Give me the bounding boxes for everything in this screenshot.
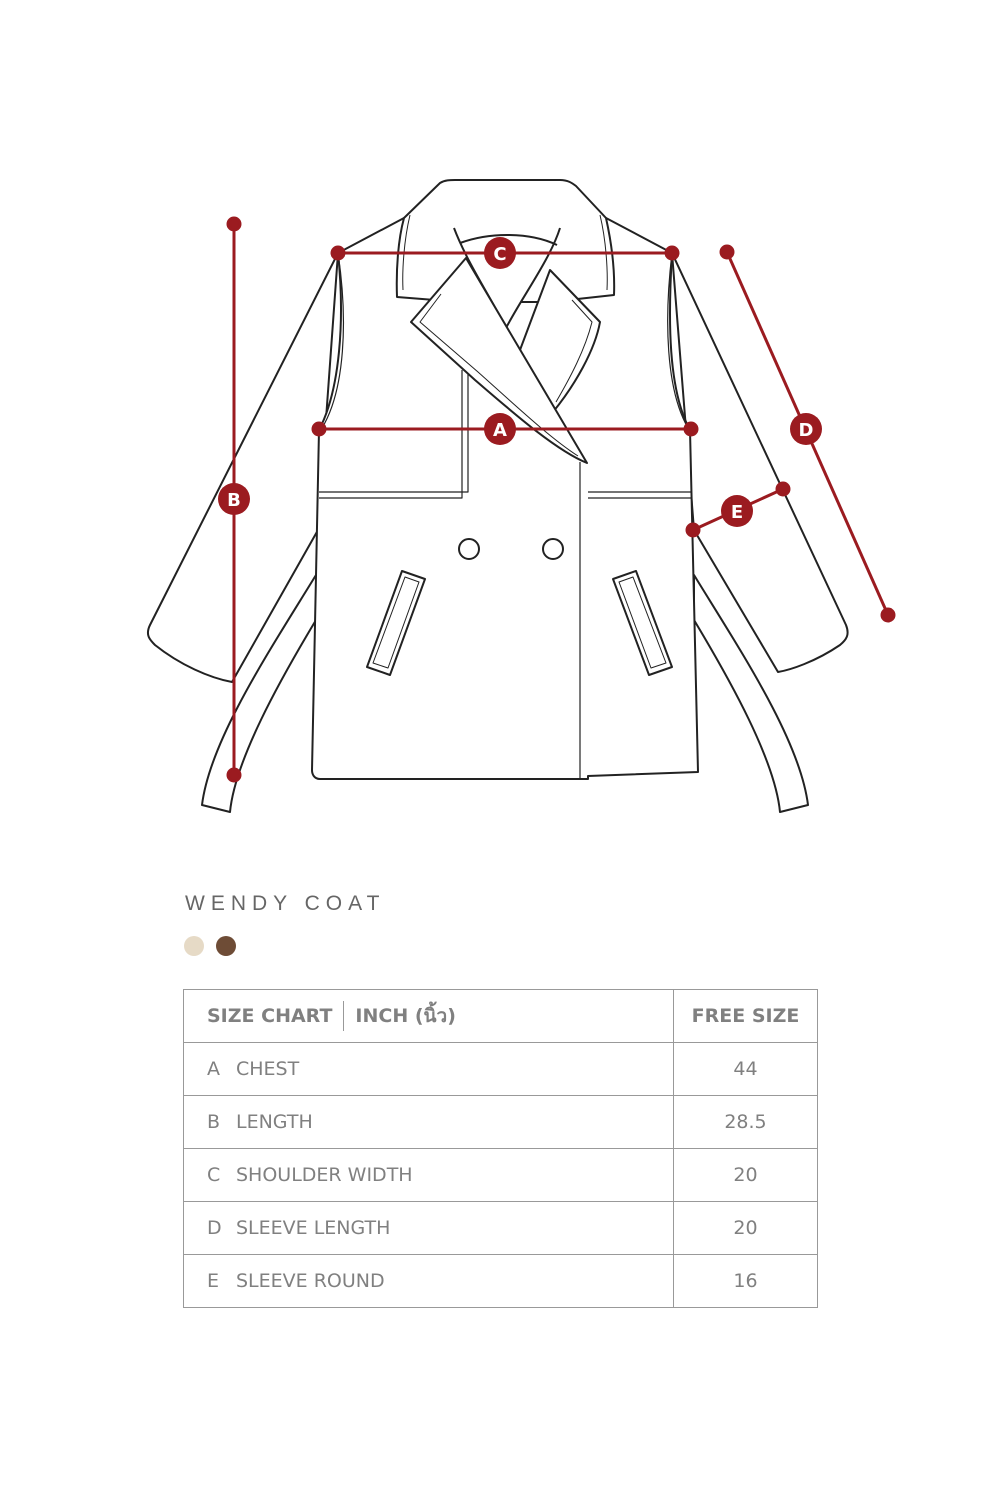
size-label: FREE SIZE — [673, 989, 818, 1043]
svg-text:E: E — [731, 502, 743, 523]
row-value: 20 — [673, 1201, 818, 1255]
row-letter: E — [207, 1270, 220, 1292]
row-value: 16 — [673, 1254, 818, 1308]
marker-c: C — [484, 237, 516, 269]
marker-d: D — [790, 413, 822, 445]
table-row: B LENGTH 28.5 — [183, 1095, 818, 1149]
row-value: 20 — [673, 1148, 818, 1202]
coat-diagram: A B C D E — [146, 179, 896, 813]
divider — [343, 1001, 345, 1032]
table-row: D SLEEVE LENGTH 20 — [183, 1201, 818, 1255]
button-left — [458, 538, 480, 560]
size-chart-table: SIZE CHART INCH (นิ้ว) FREE SIZE A CHEST 4… — [183, 989, 818, 1308]
color-swatch-brown[interactable] — [216, 936, 236, 956]
table-row: C SHOULDER WIDTH 20 — [183, 1148, 818, 1202]
row-letter: D — [207, 1217, 222, 1239]
right-sleeve — [671, 252, 849, 673]
row-letter: A — [207, 1058, 220, 1080]
row-name: SLEEVE ROUND — [236, 1270, 385, 1292]
left-pocket — [366, 570, 426, 676]
table-header: SIZE CHART INCH (นิ้ว) FREE SIZE — [183, 989, 818, 1043]
unit-label: INCH (นิ้ว) — [355, 1004, 456, 1027]
row-name: SLEEVE LENGTH — [236, 1217, 391, 1239]
row-name: LENGTH — [236, 1111, 313, 1133]
row-letter: B — [207, 1111, 221, 1133]
svg-text:D: D — [799, 420, 814, 441]
row-name: SHOULDER WIDTH — [236, 1164, 413, 1186]
svg-text:A: A — [493, 420, 507, 441]
table-row: E SLEEVE ROUND 16 — [183, 1254, 818, 1308]
size-chart-label: SIZE CHART — [207, 1004, 333, 1027]
row-value: 28.5 — [673, 1095, 818, 1149]
right-belt — [693, 574, 809, 813]
right-pocket — [612, 570, 673, 676]
row-name: CHEST — [236, 1058, 300, 1080]
color-swatch-cream[interactable] — [184, 936, 204, 956]
row-letter: C — [207, 1164, 221, 1186]
left-lapel — [410, 257, 588, 464]
marker-a: A — [484, 413, 516, 445]
product-title: WENDY COAT — [185, 892, 386, 915]
button-right — [542, 538, 564, 560]
marker-e: E — [721, 495, 753, 527]
coat-body — [311, 217, 699, 780]
left-sleeve — [146, 252, 339, 683]
svg-text:C: C — [493, 244, 506, 265]
svg-text:B: B — [227, 490, 241, 511]
row-value: 44 — [673, 1042, 818, 1096]
table-row: A CHEST 44 — [183, 1042, 818, 1096]
marker-b: B — [218, 483, 250, 515]
left-belt — [201, 574, 317, 813]
